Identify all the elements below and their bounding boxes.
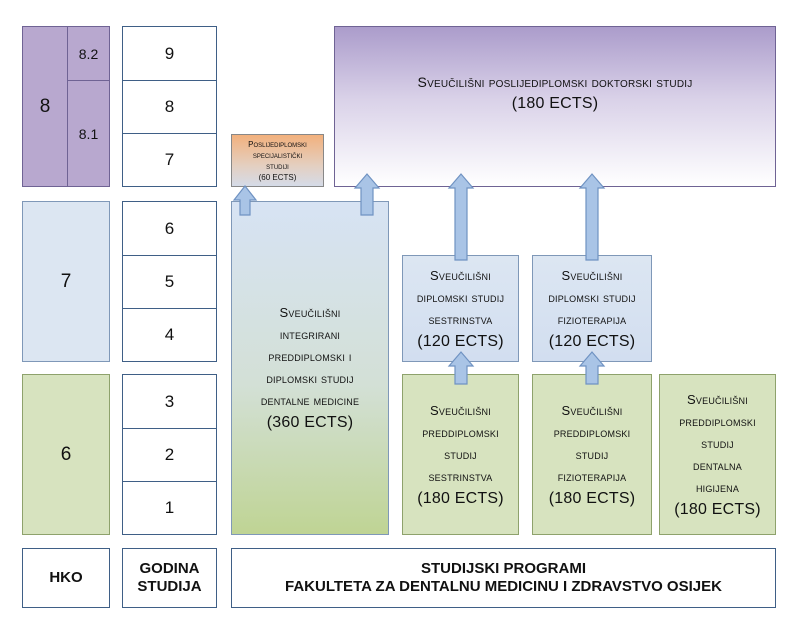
program-undergraduate-physiotherapy-line3: studij [575,446,609,462]
hko-level-8: 8 [22,26,68,187]
year-1: 1 [122,481,217,535]
program-doctoral-title: Sveučilišni poslijediplomski doktorski s… [417,74,693,90]
program-undergraduate-physiotherapy-ects: (180 ECTS) [548,489,636,507]
arrow-up-icon [447,351,475,385]
year-8: 8 [122,80,217,134]
program-specialist-line3: studiji [266,161,289,171]
year-3: 3 [122,374,217,429]
program-undergraduate-physiotherapy-line4: fizioterapija [557,468,627,484]
program-specialist-ects: (60 ECTS) [258,172,297,182]
arrow-up-icon [578,351,606,385]
year-header-line2: STUDIJA [137,578,202,595]
program-undergraduate-physiotherapy: Sveučilišni preddiplomski studij fiziote… [532,374,652,535]
year-7: 7 [122,133,217,187]
program-undergraduate-physiotherapy-line1: Sveučilišni [561,402,623,418]
program-undergraduate-nursing: Sveučilišni preddiplomski studij sestrin… [402,374,519,535]
year-2: 2 [122,428,217,482]
program-graduate-physiotherapy-line2: diplomski studij [548,289,636,305]
program-specialist-line1: Poslijediplomski [248,139,307,149]
program-specialist-line2: specijalistički [252,150,303,160]
programs-header-line2: FAKULTETA ZA DENTALNU MEDICINU I ZDRAVST… [285,578,722,595]
program-dental-medicine-line2: integrirani [279,327,341,342]
year-5: 5 [122,255,217,309]
program-doctoral: Sveučilišni poslijediplomski doktorski s… [334,26,776,187]
program-undergraduate-nursing-line2: preddiplomski [422,424,499,440]
program-graduate-nursing: Sveučilišni diplomski studij sestrinstva… [402,255,519,362]
program-graduate-physiotherapy-line3: fizioterapija [557,311,627,327]
program-graduate-nursing-line1: Sveučilišni [430,267,491,283]
hko-level-7: 7 [22,201,110,362]
program-undergraduate-dental-hygiene-line4: dentalna [693,457,742,473]
arrow-up-icon [353,173,381,216]
program-graduate-physiotherapy-ects: (120 ECTS) [548,332,636,350]
hko-header: HKO [22,548,110,608]
hko-level-6: 6 [22,374,110,535]
arrow-up-icon [578,173,606,261]
program-undergraduate-nursing-line3: studij [444,446,477,462]
program-undergraduate-nursing-line1: Sveučilišni [430,402,491,418]
program-graduate-physiotherapy-line1: Sveučilišni [561,267,623,283]
programs-header-line1: STUDIJSKI PROGRAMI [420,560,586,577]
program-dental-medicine-line3: preddiplomski i [268,349,352,364]
program-graduate-nursing-ects: (120 ECTS) [417,332,504,350]
program-graduate-nursing-line3: sestrinstva [428,311,493,327]
program-undergraduate-dental-hygiene-ects: (180 ECTS) [674,500,761,518]
program-dental-medicine-line5: dentalne medicine [260,393,360,408]
program-undergraduate-nursing-ects: (180 ECTS) [417,489,504,507]
hko-level-8-label: 8 [39,95,51,117]
arrow-up-icon [232,185,258,216]
program-undergraduate-dental-hygiene-line5: higijena [695,479,740,495]
year-header: GODINA STUDIJA [122,548,217,608]
program-dental-medicine-ects: (360 ECTS) [266,414,354,431]
programs-header: STUDIJSKI PROGRAMI FAKULTETA ZA DENTALNU… [231,548,776,608]
program-graduate-nursing-line2: diplomski studij [416,289,505,305]
program-undergraduate-dental-hygiene: Sveučilišni preddiplomski studij dentaln… [659,374,776,535]
program-dental-medicine: Sveučilišni integrirani preddiplomski i … [231,201,389,535]
program-undergraduate-dental-hygiene-line1: Sveučilišni [687,391,748,407]
program-graduate-physiotherapy: Sveučilišni diplomski studij fizioterapi… [532,255,652,362]
year-4: 4 [122,308,217,362]
program-undergraduate-physiotherapy-line2: preddiplomski [553,424,631,440]
year-9: 9 [122,26,217,81]
program-dental-medicine-line4: diplomski studij [266,371,354,386]
year-6: 6 [122,201,217,256]
program-undergraduate-dental-hygiene-line2: preddiplomski [679,413,756,429]
year-header-line1: GODINA [139,560,200,577]
program-dental-medicine-line1: Sveučilišni [279,305,341,320]
arrow-up-icon [447,173,475,261]
hko-level-8-2: 8.2 [67,26,110,81]
program-specialist: Poslijediplomski specijalistički studiji… [231,134,324,187]
program-undergraduate-nursing-line4: sestrinstva [428,468,493,484]
program-undergraduate-dental-hygiene-line3: studij [701,435,734,451]
hko-level-8-1: 8.1 [67,80,110,187]
program-doctoral-ects: (180 ECTS) [511,95,599,112]
